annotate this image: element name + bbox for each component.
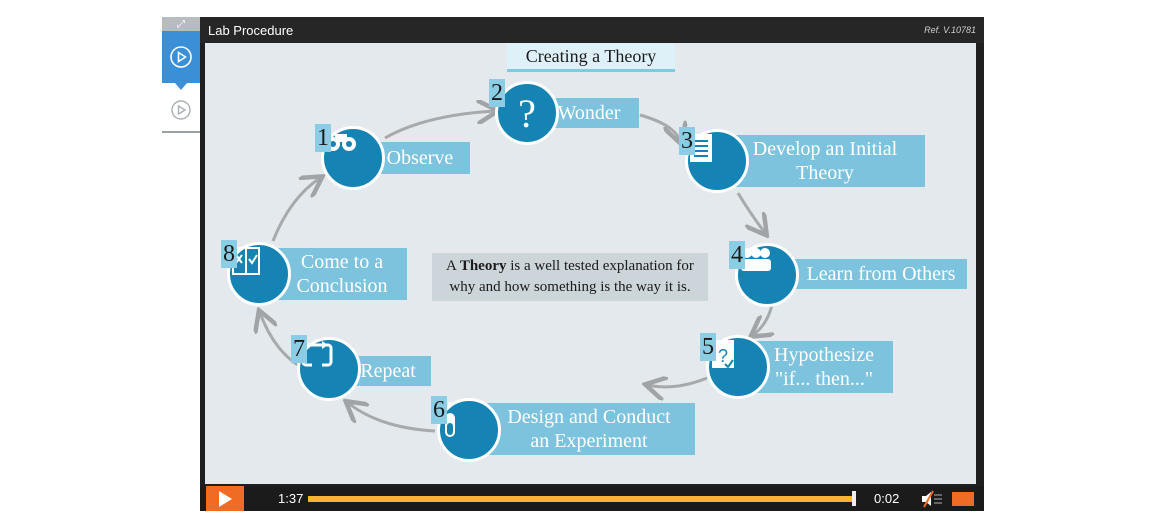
step-7-number: 7 (291, 335, 307, 363)
play-circle-icon (170, 46, 192, 68)
step-1-banner: Observe (370, 142, 470, 174)
step-5-label-line1: Hypothesize (774, 344, 874, 366)
step-5-label-line2: "if... then..." (775, 368, 873, 390)
progress-thumb[interactable] (852, 491, 856, 506)
hypothesis-icon: ? (706, 335, 770, 399)
step-4-number: 4 (729, 241, 745, 269)
player-titlebar: Lab Procedure Ref. V.10781 (200, 17, 984, 43)
conclusion-icon (227, 242, 291, 306)
step-5-number: 5 (700, 333, 716, 361)
sidebar-slide-1[interactable] (162, 31, 200, 90)
slide-stage: Creating a Theory Observe 1 Wonder ? 2 D… (205, 43, 976, 484)
step-6-label-line1: Design and Conduct (507, 406, 671, 428)
video-player: Lab Procedure Ref. V.10781 Creating a Th… (200, 17, 984, 511)
step-5-banner: Hypothesize"if... then..." (755, 341, 893, 393)
step-3-label-line1: Develop an Initial (752, 138, 898, 160)
step-8-label-line2: Conclusion (296, 275, 388, 297)
question-icon: ? (495, 81, 559, 145)
play-circle-icon (171, 100, 191, 120)
mute-button[interactable] (920, 490, 944, 511)
step-4-banner: Learn from Others (795, 259, 967, 289)
step-1-number: 1 (315, 124, 331, 152)
step-3-label-line2: Theory (796, 162, 854, 184)
repeat-icon (297, 337, 361, 401)
sidebar-slide-2[interactable] (162, 89, 200, 133)
definition-prefix: A (446, 258, 460, 274)
reference-number: Ref. V.10781 (924, 25, 976, 35)
definition-suffix: is a well tested explanation for (506, 258, 694, 274)
window-title: Lab Procedure (208, 22, 294, 38)
svg-text:?: ? (718, 346, 728, 366)
step-2-label: Wonder (557, 102, 621, 124)
expand-icon[interactable]: ⤢ (162, 17, 200, 31)
play-icon (219, 490, 232, 507)
elapsed-time: 1:37 (278, 491, 304, 506)
step-6-number: 6 (431, 396, 447, 424)
step-1-label: Observe (386, 147, 454, 169)
step-3-number: 3 (679, 127, 695, 155)
definition-term: Theory (459, 258, 507, 274)
progress-bar[interactable] (308, 496, 854, 502)
remaining-time: 0:02 (874, 491, 900, 506)
play-button[interactable] (206, 486, 244, 511)
slide-sidebar: ⤢ (162, 17, 200, 133)
theory-definition: A Theory is a well tested explanation fo… (432, 253, 708, 301)
document-icon (685, 129, 749, 193)
speaker-muted-icon (922, 490, 942, 508)
step-6-label-line2: an Experiment (530, 430, 648, 452)
step-8-label-line1: Come to a (300, 251, 384, 273)
playback-controls: 1:37 0:02 (200, 486, 984, 511)
step-7-label: Repeat (360, 360, 416, 382)
step-8-number: 8 (221, 240, 237, 268)
step-2-number: 2 (489, 79, 505, 107)
slide-title: Creating a Theory (507, 43, 675, 72)
test-tube-icon (437, 398, 501, 462)
step-4-label: Learn from Others (806, 263, 956, 285)
definition-line2: why and how something is the way it is. (449, 279, 691, 295)
subtitles-button[interactable] (952, 492, 974, 506)
